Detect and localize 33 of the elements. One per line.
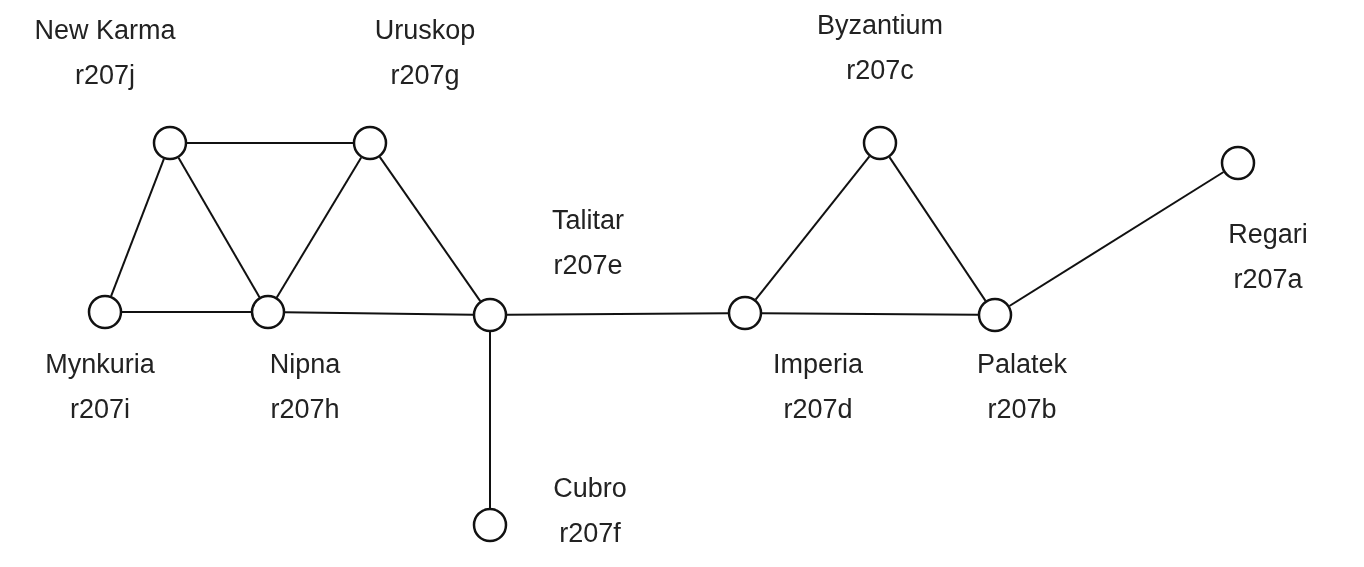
place-name: Uruskop [374, 14, 476, 47]
node-code: r207j [74, 59, 135, 92]
connector-line [489, 331, 491, 509]
connector-line [275, 156, 363, 299]
connector-line [177, 156, 261, 299]
connector-line [284, 311, 474, 316]
node-code: r207b [987, 393, 1057, 426]
connector-line [761, 312, 979, 316]
node-code: r207g [390, 59, 460, 92]
connector-line [1008, 171, 1225, 307]
node-code: r207d [783, 393, 853, 426]
connector-line [186, 142, 354, 144]
place-name: Talitar [552, 204, 624, 237]
connector-line [754, 155, 871, 301]
node-code: r207i [69, 393, 130, 426]
place-name: Mynkuria [45, 348, 155, 381]
node-code: r207a [1233, 263, 1303, 296]
place-name: Regari [1228, 218, 1308, 251]
place-name: Imperia [773, 348, 863, 381]
place-name: New Karma [34, 14, 176, 47]
connector-line [378, 155, 482, 303]
connector-line [110, 157, 165, 298]
place-name: Byzantium [816, 9, 944, 42]
connector-line [888, 156, 987, 302]
node-code: r207f [559, 517, 621, 550]
place-name: Nipna [269, 348, 341, 381]
node-code: r207e [553, 249, 623, 282]
node-code: r207c [846, 54, 914, 87]
node-code: r207h [270, 393, 340, 426]
connector-line [121, 311, 252, 313]
connector-line [506, 312, 729, 316]
place-name: Palatek [976, 348, 1068, 381]
place-name: Cubro [553, 472, 627, 505]
